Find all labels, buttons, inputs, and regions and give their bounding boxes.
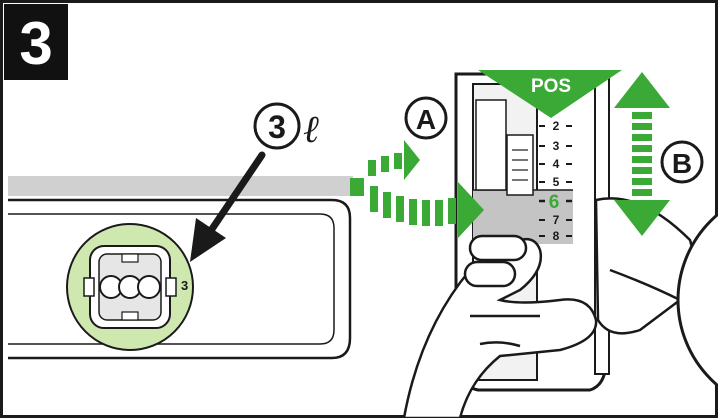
step-badge: 3 <box>4 4 68 80</box>
capacity-bubble: 3 <box>255 104 299 148</box>
socket-label: 3 <box>181 278 188 293</box>
svg-text:4: 4 <box>553 157 560 171</box>
svg-text:7: 7 <box>553 213 560 227</box>
capacity-unit: ℓ <box>303 109 319 151</box>
label-a: A <box>416 104 436 135</box>
svg-text:6: 6 <box>549 192 560 213</box>
capacity-number: 3 <box>268 109 286 145</box>
label-a-badge: A <box>406 98 446 138</box>
svg-text:5: 5 <box>553 175 560 189</box>
label-b-badge: B <box>662 142 702 182</box>
step-number: 3 <box>19 10 52 77</box>
pos-label: POS <box>531 76 571 97</box>
tray-shadow <box>8 176 353 196</box>
fuse-socket <box>67 224 193 350</box>
svg-text:2: 2 <box>553 119 560 133</box>
svg-text:3: 3 <box>553 139 560 153</box>
svg-text:8: 8 <box>553 229 560 243</box>
label-b: B <box>672 148 692 179</box>
